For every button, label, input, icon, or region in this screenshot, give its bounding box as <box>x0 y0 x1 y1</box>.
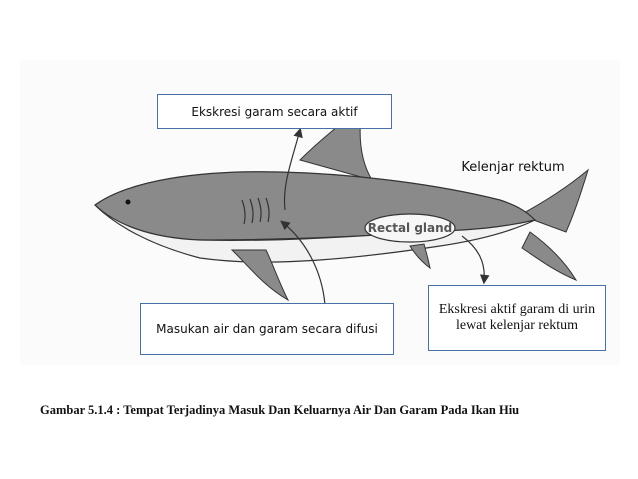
label-rectal-gland: Kelenjar rektum <box>448 160 578 175</box>
label-active-excretion: Ekskresi garam secara aktif <box>157 94 392 129</box>
rectal-gland-text: Rectal gland <box>368 221 453 235</box>
label-rectal-excretion: Ekskresi aktif garam di urin lewat kelen… <box>428 285 606 351</box>
figure-caption: Gambar 5.1.4 : Tempat Terjadinya Masuk D… <box>40 403 620 418</box>
shark-eye <box>126 200 131 205</box>
label-diffusion-intake: Masukan air dan garam secara difusi <box>140 303 394 355</box>
